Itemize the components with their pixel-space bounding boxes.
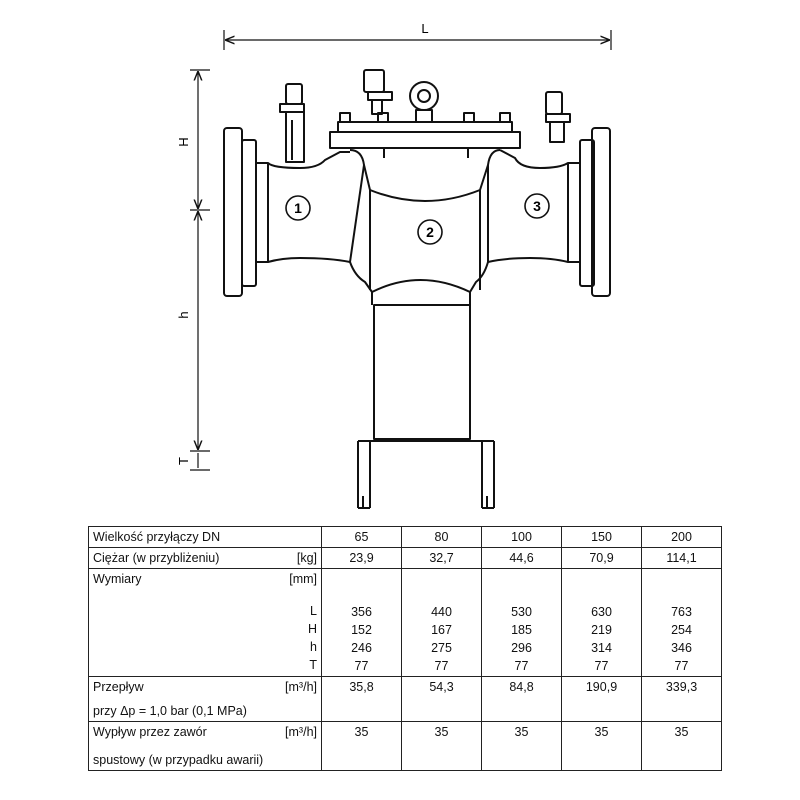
drain-row: Wypływ przez zawór [m³/h] spustowy (w prz… <box>88 721 722 771</box>
dims-value: 356 <box>351 605 372 619</box>
weight-value: 114,1 <box>641 547 722 569</box>
dims-value: 630 <box>591 605 612 619</box>
valve-body <box>223 69 611 509</box>
dims-value: 77 <box>514 659 529 673</box>
dims-value: 254 <box>671 623 692 637</box>
dims-value: 440 <box>431 605 452 619</box>
dims-value: 275 <box>431 641 452 655</box>
chamber-2-label: 2 <box>426 224 434 240</box>
size-value: 80 <box>401 526 482 548</box>
dims-values-dn80: 440 167 275 77 <box>401 568 482 677</box>
chamber-1-label: 1 <box>294 200 302 216</box>
dims-unit: [mm] <box>289 572 317 586</box>
dims-value: 346 <box>671 641 692 655</box>
flow-value: 54,3 <box>401 676 482 722</box>
dimension-l <box>223 30 612 50</box>
dimension-l-label: L <box>421 21 428 36</box>
dims-key-h-upper: H <box>307 622 317 636</box>
dims-value: 77 <box>434 659 449 673</box>
dims-value: 763 <box>671 605 692 619</box>
dims-value: 167 <box>431 623 452 637</box>
dims-values-dn100: 530 185 296 77 <box>481 568 562 677</box>
weight-value: 32,7 <box>401 547 482 569</box>
dims-value: 530 <box>511 605 532 619</box>
weight-row: Ciężar (w przybliżeniu) [kg] 23,9 32,7 44… <box>88 547 722 569</box>
dimension-h-lower-label: h <box>176 311 191 318</box>
dims-label: Wymiary <box>93 572 142 586</box>
drain-condition: spustowy (w przypadku awarii) <box>93 753 264 767</box>
dims-value: 77 <box>594 659 609 673</box>
dims-value: 246 <box>351 641 372 655</box>
dims-label-cell: Wymiary [mm] L H h T <box>88 568 322 677</box>
flow-value: 84,8 <box>481 676 562 722</box>
size-value: 150 <box>561 526 642 548</box>
drain-label: Wypływ przez zawór <box>93 725 207 739</box>
dims-value: 219 <box>591 623 612 637</box>
flow-value: 190,9 <box>561 676 642 722</box>
drain-label-cell: Wypływ przez zawór [m³/h] spustowy (w prz… <box>88 721 322 771</box>
chamber-1-marker: 1 <box>285 195 311 221</box>
dims-value: 314 <box>591 641 612 655</box>
flow-condition: przy Δp = 1,0 bar (0,1 MPa) <box>93 704 247 718</box>
spec-table: Wielkość przyłączy DN 65 80 100 150 200 … <box>88 526 722 771</box>
size-value: 200 <box>641 526 722 548</box>
flow-unit: [m³/h] <box>285 680 317 694</box>
drain-unit: [m³/h] <box>285 725 317 739</box>
dimension-vertical <box>190 69 210 471</box>
flow-value: 339,3 <box>641 676 722 722</box>
flow-label: Przepływ <box>93 680 144 694</box>
dims-value: 77 <box>674 659 689 673</box>
dims-value: 185 <box>511 623 532 637</box>
dims-key-l: L <box>310 604 317 618</box>
chamber-3-label: 3 <box>533 198 541 214</box>
dims-value: 77 <box>354 659 369 673</box>
dims-value: 296 <box>511 641 532 655</box>
weight-label-cell: Ciężar (w przybliżeniu) [kg] <box>88 547 322 569</box>
flow-row: Przepływ [m³/h] przy Δp = 1,0 bar (0,1 MP… <box>88 676 722 722</box>
weight-label: Ciężar (w przybliżeniu) <box>93 551 220 565</box>
drain-value: 35 <box>481 721 562 771</box>
dimension-h-upper-label: H <box>176 137 191 146</box>
flow-value: 35,8 <box>321 676 402 722</box>
chamber-3-marker: 3 <box>524 193 550 219</box>
size-row: Wielkość przyłączy DN 65 80 100 150 200 <box>88 526 722 548</box>
weight-value: 70,9 <box>561 547 642 569</box>
drain-value: 35 <box>401 721 482 771</box>
dims-values-dn150: 630 219 314 77 <box>561 568 642 677</box>
size-value: 65 <box>321 526 402 548</box>
valve-drawing: L H h T <box>176 21 612 509</box>
dims-values-dn200: 763 254 346 77 <box>641 568 722 677</box>
dims-key-h-lower: h <box>310 640 317 654</box>
chamber-2-marker: 2 <box>417 219 443 245</box>
drain-value: 35 <box>641 721 722 771</box>
flow-label-cell: Przepływ [m³/h] przy Δp = 1,0 bar (0,1 MP… <box>88 676 322 722</box>
dims-value: 152 <box>351 623 372 637</box>
size-value: 100 <box>481 526 562 548</box>
weight-value: 23,9 <box>321 547 402 569</box>
drain-value: 35 <box>321 721 402 771</box>
dims-key-t: T <box>309 658 317 672</box>
dimension-t-label: T <box>176 457 191 465</box>
dims-values-dn65: 356 152 246 77 <box>321 568 402 677</box>
dims-row: Wymiary [mm] L H h T 356 152 246 77 440 1… <box>88 568 722 677</box>
weight-value: 44,6 <box>481 547 562 569</box>
drain-value: 35 <box>561 721 642 771</box>
weight-unit: [kg] <box>296 551 317 565</box>
size-label: Wielkość przyłączy DN <box>88 526 322 548</box>
